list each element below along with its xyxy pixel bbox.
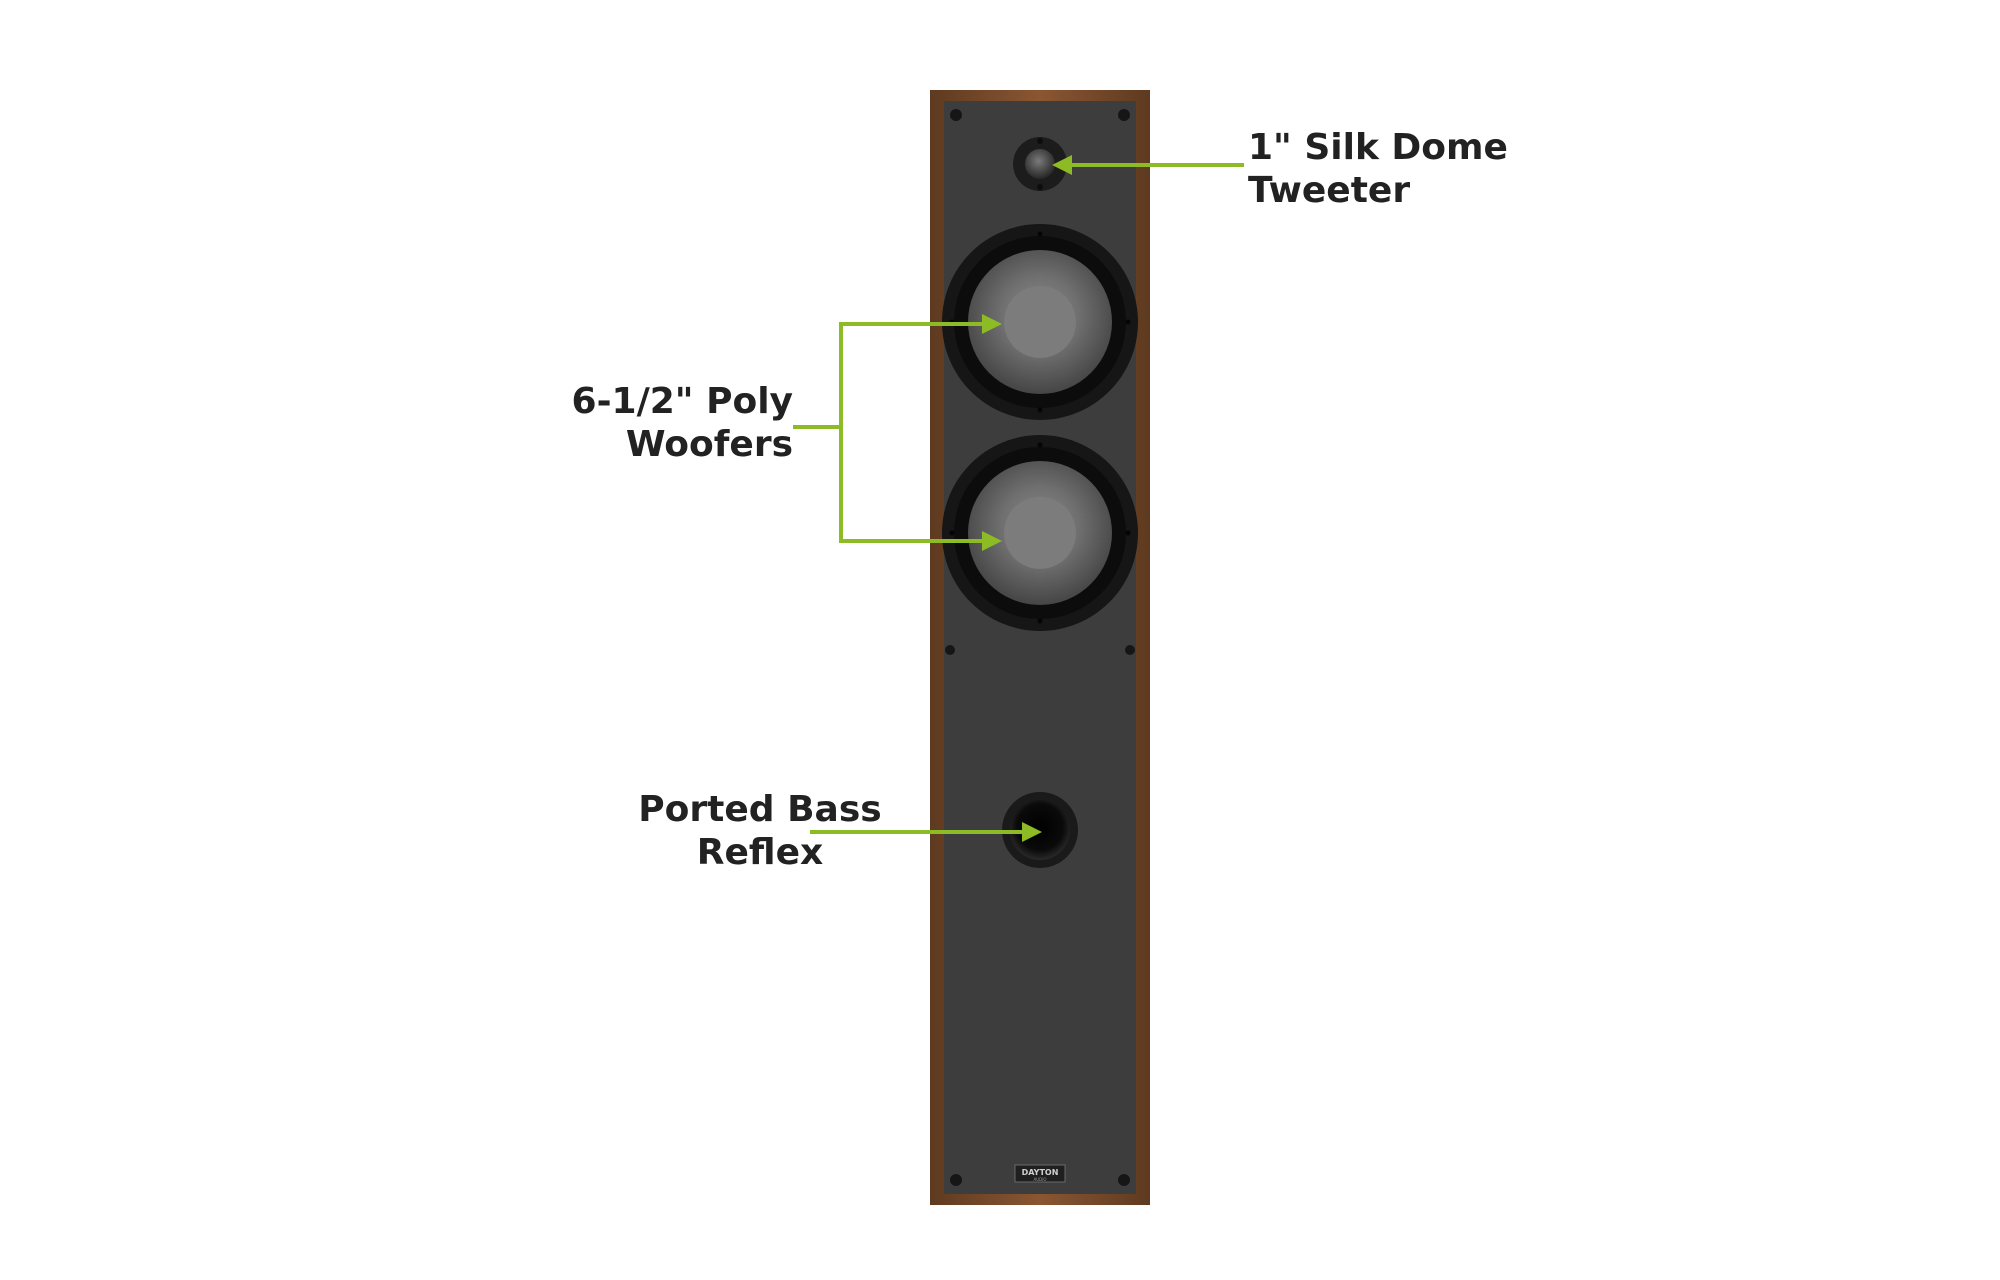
screw-top-right bbox=[1118, 109, 1130, 121]
port-opening bbox=[1010, 800, 1070, 860]
logo-text: DAYTON bbox=[1022, 1168, 1059, 1177]
screw-mid-left bbox=[945, 645, 955, 655]
woofer-lower bbox=[942, 435, 1138, 631]
callout-lines bbox=[793, 163, 1244, 834]
tweeter-label-line1: 1" Silk Dome bbox=[1248, 127, 1508, 168]
screw-top-left bbox=[950, 109, 962, 121]
baffle-screws bbox=[945, 109, 1135, 1186]
woofer-dust-cap bbox=[1004, 497, 1076, 569]
port-arrowhead bbox=[1022, 822, 1042, 842]
woofers-label-line2: Woofers bbox=[625, 424, 793, 465]
tweeter bbox=[1013, 137, 1067, 191]
woofer-dust-cap bbox=[1004, 286, 1076, 358]
screw-mid-right bbox=[1125, 645, 1135, 655]
callout-arrowheads bbox=[982, 155, 1072, 842]
bass-port bbox=[1002, 792, 1078, 868]
brand-logo: DAYTON AUDIO bbox=[1014, 1164, 1066, 1183]
screw-bottom-right bbox=[1118, 1174, 1130, 1186]
tweeter-arrowhead bbox=[1052, 155, 1072, 175]
woofers-bracket-line bbox=[839, 322, 990, 543]
port-label: Ported Bass Reflex bbox=[620, 788, 900, 874]
tweeter-label-line2: Tweeter bbox=[1248, 170, 1411, 211]
logo-subtext: AUDIO bbox=[1033, 1177, 1046, 1182]
port-label-line1: Ported Bass bbox=[638, 789, 882, 830]
port-label-line2: Reflex bbox=[696, 832, 824, 873]
tweeter-dome bbox=[1025, 149, 1055, 179]
tweeter-label: 1" Silk Dome Tweeter bbox=[1248, 126, 1508, 212]
woofer-upper bbox=[942, 224, 1138, 420]
woofer-lower-arrowhead bbox=[982, 531, 1002, 551]
woofers-label: 6-1/2" Poly Woofers bbox=[572, 380, 793, 466]
screw-bottom-left bbox=[950, 1174, 962, 1186]
woofer-upper-arrowhead bbox=[982, 314, 1002, 334]
woofers-label-line1: 6-1/2" Poly bbox=[571, 381, 793, 422]
